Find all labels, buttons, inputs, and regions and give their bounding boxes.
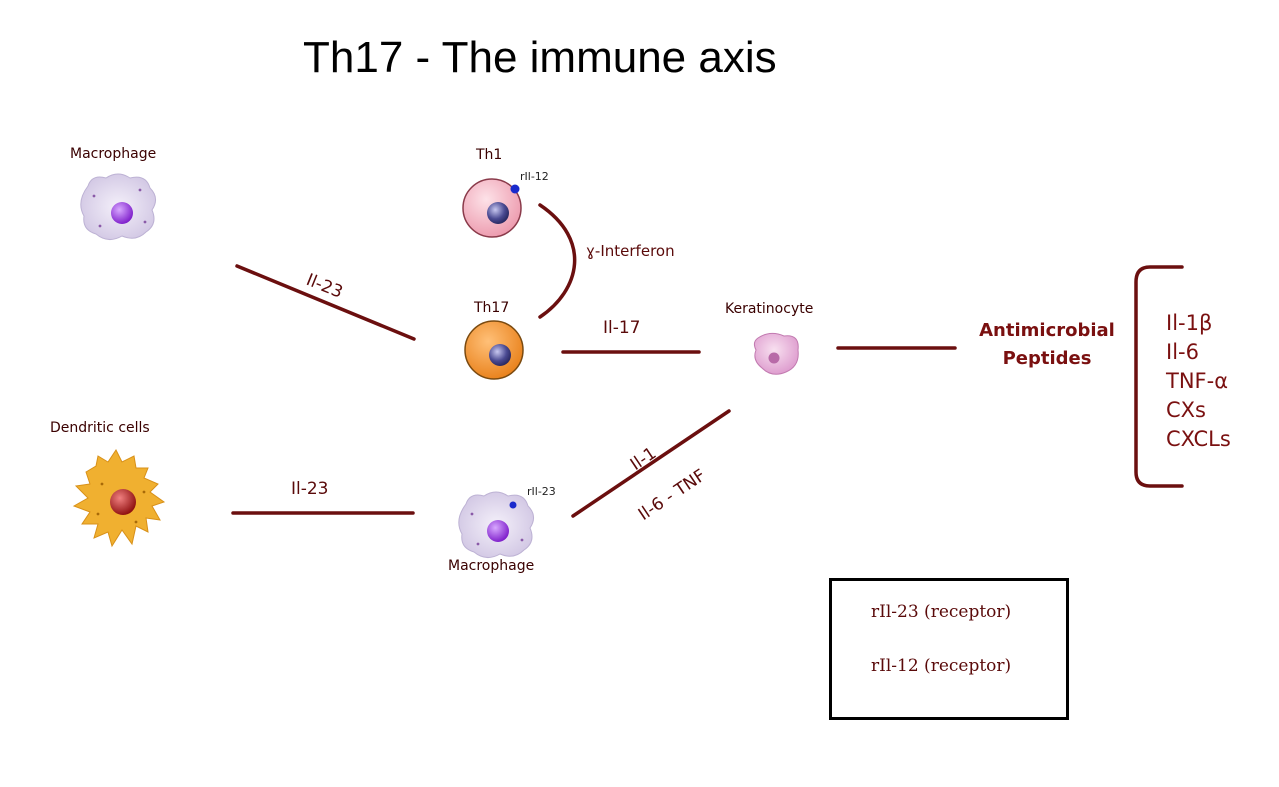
th1-receptor-label: rIl-12 (520, 170, 549, 183)
macrophage-top-label: Macrophage (70, 146, 157, 162)
keratinocyte-cell-icon (753, 332, 799, 375)
legend-box (829, 578, 1069, 720)
macrophage-bottom-label: Macrophage (448, 558, 535, 574)
macrophage-cell-icon (80, 173, 156, 240)
dendritic-cell-icon (72, 449, 166, 548)
cytokine-tnfa: TNF-α (1166, 369, 1229, 393)
edge-macrophage-th17 (235, 264, 416, 341)
edge-label-il17: Il-17 (603, 318, 641, 338)
legend-item-ril12: rIl-12 (receptor) (871, 656, 1012, 676)
th17-label: Th17 (474, 300, 510, 316)
macrophage-receptor-label: rIl-23 (527, 485, 556, 498)
th1-cell-icon (462, 178, 522, 238)
page-title: Th17 - The immune axis (303, 33, 777, 82)
cytokine-il1b: Il-1β (1166, 311, 1213, 335)
th17-cell-icon (464, 320, 524, 380)
antimicrobial-label: Antimicrobial (979, 320, 1115, 341)
cytokine-cxs: CXs (1166, 398, 1206, 422)
receptor-dot-icon (509, 501, 517, 509)
legend-item-ril23: rIl-23 (receptor) (871, 602, 1012, 622)
edge-macrophage-keratinocyte (571, 409, 731, 518)
peptides-label: Peptides (1002, 348, 1092, 369)
edge-label-interferon: ɣ-Interferon (586, 242, 675, 260)
macrophage-cell-icon (458, 491, 534, 558)
keratinocyte-label: Keratinocyte (725, 301, 814, 317)
receptor-dot-icon (510, 184, 520, 194)
edge-label-il23-bottom: Il-23 (291, 479, 329, 499)
cytokine-bracket (1134, 265, 1184, 488)
dendritic-label: Dendritic cells (50, 420, 150, 436)
connector-lines (231, 203, 1184, 518)
th1-label: Th1 (476, 147, 503, 163)
edge-th1-th17-arc (538, 203, 577, 319)
cytokine-il6: Il-6 (1166, 340, 1199, 364)
cytokine-cxcls: CXCLs (1166, 427, 1231, 451)
